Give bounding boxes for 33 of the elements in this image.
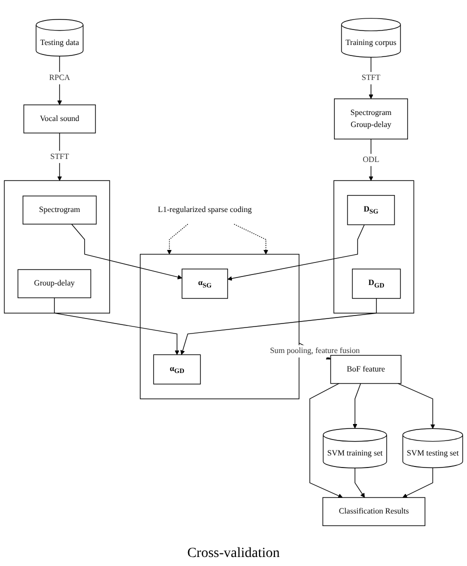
node-text: L1-regularized sparse coding <box>158 206 252 214</box>
node-box: Spectrogram Group-delay <box>334 98 408 140</box>
node-box: α$_{GD}$ <box>153 354 201 384</box>
arrow <box>368 56 374 100</box>
arrow <box>71 224 182 280</box>
edge-label: STFT <box>50 152 70 161</box>
arrow <box>354 468 365 498</box>
arrow <box>398 383 436 429</box>
node-box: Classification Results <box>322 497 426 526</box>
edge-label: RPCA <box>49 74 70 82</box>
node-box: BoF feature <box>330 354 402 384</box>
edge-label: Sum pooling, feature fusion <box>270 346 360 356</box>
arrow <box>227 224 365 281</box>
cluster <box>333 180 414 314</box>
node-box: α$_{SG}$ <box>182 268 228 299</box>
node-box: Vocal sound <box>23 104 96 134</box>
arrow <box>234 224 268 254</box>
node-box: Group-delay <box>18 269 92 298</box>
cluster <box>4 180 110 314</box>
arrow <box>309 383 343 498</box>
arrow <box>180 298 377 355</box>
arrow <box>402 467 434 498</box>
arrow <box>54 297 180 355</box>
node-box: D$_{GD}$ <box>352 268 401 299</box>
node-box: D$_{SG}$ <box>347 195 395 226</box>
arrow <box>352 383 361 429</box>
node-box: Spectrogram <box>22 196 97 224</box>
edge-label: STFT <box>362 74 380 82</box>
arrow <box>57 132 62 181</box>
edge-label: ODL <box>362 155 380 164</box>
arrow <box>368 138 374 181</box>
note-text: Cross-validation <box>187 546 280 562</box>
arrow <box>167 224 188 254</box>
